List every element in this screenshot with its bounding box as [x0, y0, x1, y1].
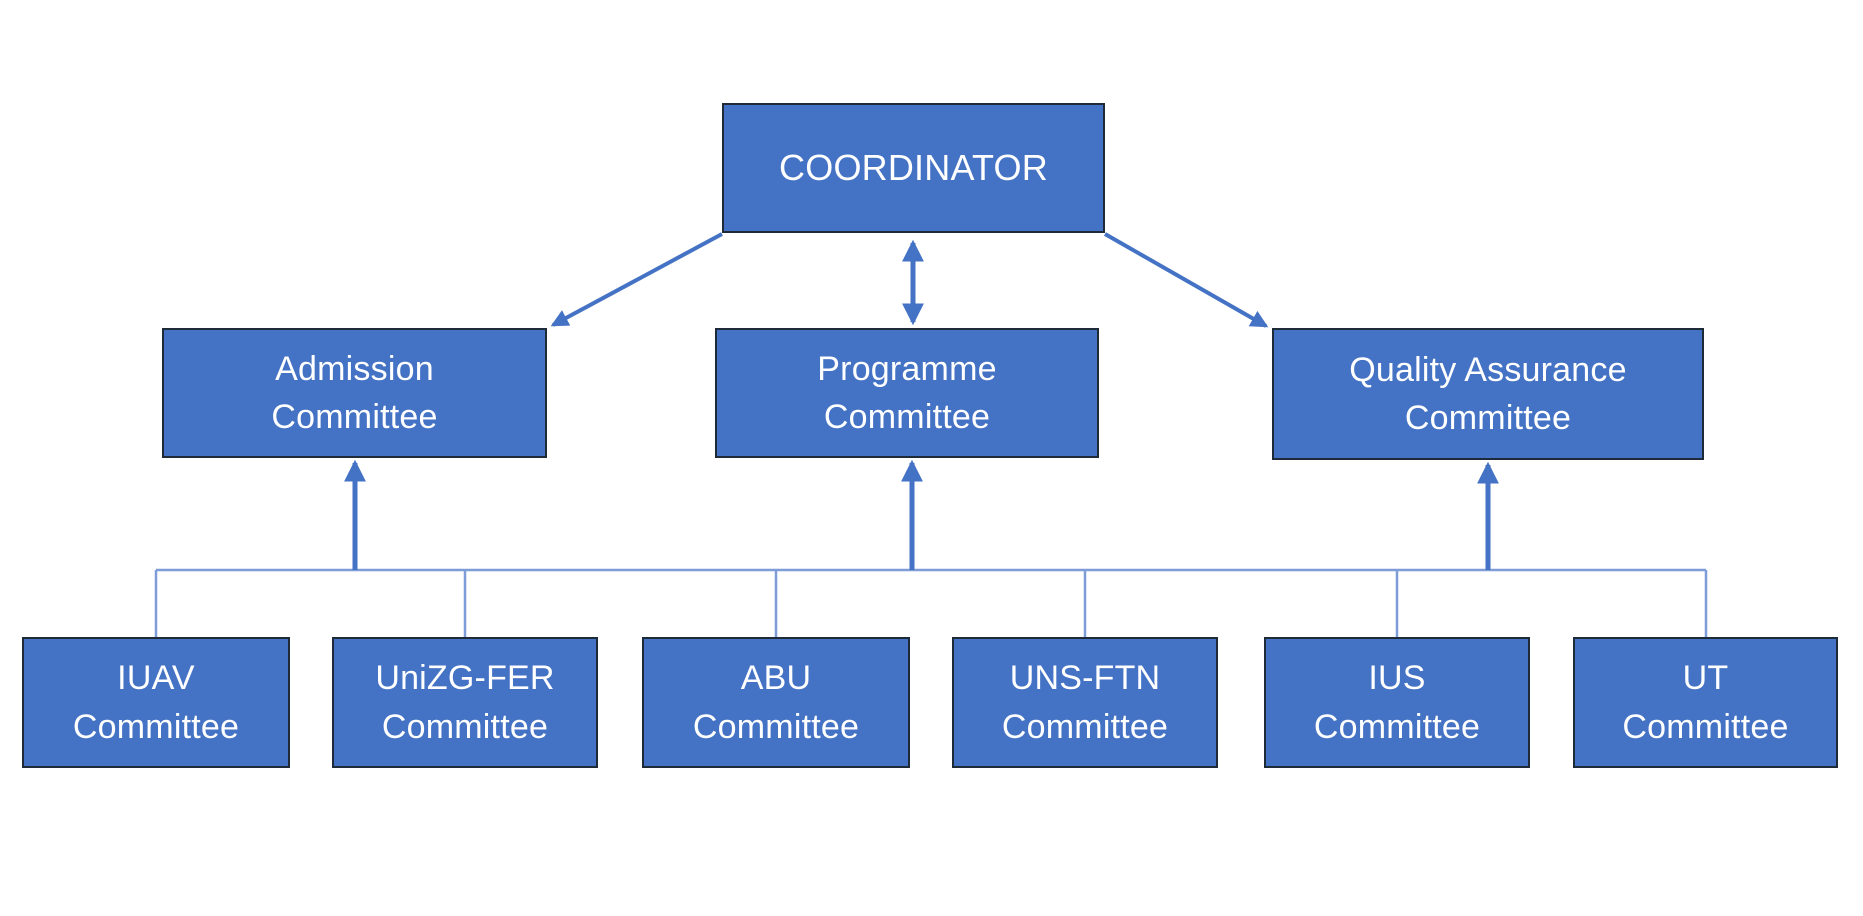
node-admission-committee: Admission Committee: [162, 328, 547, 458]
ius-committee-label: IUS Committee: [1313, 659, 1481, 746]
node-quality-assurance-committee: Quality Assurance Committee: [1272, 328, 1704, 460]
coordinator-label: COORDINATOR: [779, 147, 1048, 189]
admission-committee-label: Admission Committee: [271, 349, 438, 436]
iuav-committee-label: IUAV Committee: [72, 659, 240, 746]
node-unizg-fer-committee: UniZG-FER Committee: [332, 637, 598, 768]
uns-ftn-committee-label: UNS-FTN Committee: [1001, 659, 1169, 746]
quality-assurance-committee-label: Quality Assurance Committee: [1349, 350, 1627, 437]
unizg-fer-committee-label: UniZG-FER Committee: [375, 659, 555, 746]
node-ut-committee: UT Committee: [1573, 637, 1838, 768]
ut-committee-label: UT Committee: [1622, 659, 1789, 746]
node-programme-committee: Programme Committee: [715, 328, 1099, 458]
node-iuav-committee: IUAV Committee: [22, 637, 290, 768]
sub-committee-bus-line: [154, 568, 1708, 638]
node-ius-committee: IUS Committee: [1264, 637, 1530, 768]
connector-coordinator-admission-arrow: [550, 232, 723, 327]
programme-committee-label: Programme Committee: [817, 349, 997, 436]
abu-committee-label: ABU Committee: [692, 659, 860, 746]
node-coordinator: COORDINATOR: [722, 103, 1105, 233]
node-abu-committee: ABU Committee: [642, 637, 910, 768]
node-uns-ftn-committee: UNS-FTN Committee: [952, 637, 1218, 768]
connector-coordinator-qa-arrow: [1104, 232, 1269, 328]
